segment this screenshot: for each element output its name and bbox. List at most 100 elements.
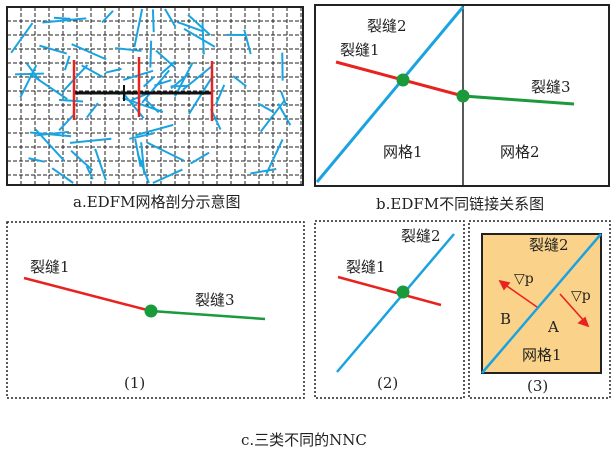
natural-fracture: [29, 73, 68, 100]
panel-c1-label-frac3: 裂缝3: [195, 291, 235, 309]
natural-fracture: [188, 77, 213, 115]
panel-c2-label: (2): [377, 374, 398, 392]
panel-c1-border: [6, 221, 305, 399]
natural-fracture: [122, 97, 164, 113]
natural-fracture: [69, 137, 112, 144]
natural-fracture: [232, 75, 247, 88]
natural-fracture: [187, 14, 211, 36]
panel-c1-fracture-3: [150, 309, 266, 321]
natural-fracture: [160, 60, 176, 75]
natural-fracture: [135, 123, 174, 137]
natural-fracture: [10, 22, 34, 54]
natural-fracture: [36, 130, 69, 137]
panel-c3-arrowhead-b: [498, 279, 511, 291]
natural-fracture: [149, 40, 153, 68]
natural-fracture: [176, 21, 203, 32]
natural-fracture: [164, 8, 177, 28]
natural-fracture: [70, 149, 94, 172]
panel-b-label-frac3: 裂缝3: [531, 78, 571, 96]
natural-fracture: [265, 138, 284, 175]
panel-c3-label-b: B: [500, 310, 511, 328]
natural-fracture: [51, 167, 74, 184]
panel-b-intersection-node: [396, 73, 410, 87]
natural-fracture: [143, 75, 155, 88]
natural-fracture: [86, 102, 99, 119]
caption-b: b.EDFM不同链接关系图: [376, 195, 545, 213]
natural-fracture: [183, 28, 216, 48]
panel-c3-label-a: A: [547, 318, 559, 336]
panel-c3-label-grad-left: ▽p: [514, 271, 534, 287]
panel-c3-fracture-2: [481, 233, 602, 374]
natural-fracture: [28, 157, 45, 163]
panel-c2-intersection-node: [396, 285, 410, 299]
panel-c1-label-frac1: 裂缝1: [30, 258, 70, 276]
panel-c2-label-frac2: 裂缝2: [401, 227, 441, 245]
natural-fracture: [58, 113, 75, 131]
natural-fracture: [136, 153, 150, 184]
panel-c2-fracture-intersection: 裂缝2 裂缝1 (2): [314, 220, 465, 399]
panel-c2-label-frac1: 裂缝1: [346, 258, 386, 276]
natural-fracture: [19, 64, 38, 98]
natural-fracture: [141, 69, 170, 104]
panel-c3-label-grad-right: ▽p: [571, 288, 591, 304]
caption-a: a.EDFM网格剖分示意图: [73, 193, 241, 211]
natural-fracture: [155, 49, 176, 68]
caption-c: c.三类不同的NNC: [241, 431, 367, 449]
natural-fracture: [81, 64, 104, 78]
panel-c3-arrow-to-a: [559, 293, 586, 323]
natural-fracture: [39, 44, 68, 55]
natural-fracture: [174, 62, 194, 97]
natural-fracture: [259, 99, 286, 133]
natural-fracture: [63, 55, 71, 71]
natural-fracture: [250, 168, 277, 175]
natural-fracture: [146, 141, 185, 162]
natural-fracture: [42, 17, 87, 24]
natural-fracture: [201, 22, 205, 55]
panel-c2-fracture-2: [336, 233, 455, 373]
natural-fracture: [133, 8, 144, 48]
natural-fracture: [152, 168, 183, 184]
panel-b-label-frac2: 裂缝2: [367, 17, 407, 35]
panel-c1-label: (1): [124, 374, 145, 392]
panel-c3-label-grid1: 网格1: [522, 346, 562, 364]
panel-c1-junction-node: [144, 304, 158, 318]
panel-c2-fracture-1: [337, 275, 442, 307]
panel-b-label-frac1: 裂缝1: [340, 41, 380, 59]
panel-a-border: [6, 6, 304, 186]
natural-fracture: [257, 102, 274, 113]
natural-fracture: [58, 98, 84, 103]
natural-fracture: [129, 132, 154, 140]
panel-c3-label: (3): [527, 377, 548, 395]
panel-c3-flux-arrows: [498, 279, 590, 328]
natural-fracture: [151, 9, 155, 33]
natural-fracture: [105, 67, 122, 74]
natural-fracture: [190, 151, 210, 165]
panel-c1-fracture-fracture: 裂缝1 裂缝3 (1): [6, 221, 305, 399]
natural-fracture: [94, 148, 107, 181]
panel-c3-border: [468, 220, 611, 399]
natural-fracture: [243, 29, 252, 55]
natural-fracture: [71, 43, 107, 61]
panel-b-fracture-2: [315, 6, 465, 183]
natural-fracture: [85, 165, 94, 180]
natural-fracture: [115, 47, 142, 52]
natural-fracture: [277, 103, 292, 126]
natural-fracture: [53, 16, 71, 20]
panel-c3-arrow-to-b: [503, 283, 538, 308]
natural-fracture: [101, 10, 114, 24]
natural-fracture: [134, 138, 142, 167]
natural-fracture: [14, 72, 44, 76]
natural-fracture: [25, 62, 41, 81]
panel-b-label-grid1: 网格1: [383, 143, 423, 161]
natural-fracture: [182, 64, 214, 91]
panel-c2-border: [314, 220, 465, 399]
panel-b-connection-types: 裂缝2 裂缝1 裂缝3 网格1 网格2: [314, 4, 610, 187]
panel-a-grid-mesh: [6, 6, 304, 186]
natural-fracture: [214, 84, 226, 105]
panel-b-junction-node: [456, 89, 470, 103]
panel-b-label-grid2: 网格2: [500, 143, 540, 161]
natural-fracture: [280, 90, 288, 106]
panel-c3-arrowhead-a: [577, 316, 590, 328]
panel-c3-label-frac2: 裂缝2: [529, 236, 569, 254]
